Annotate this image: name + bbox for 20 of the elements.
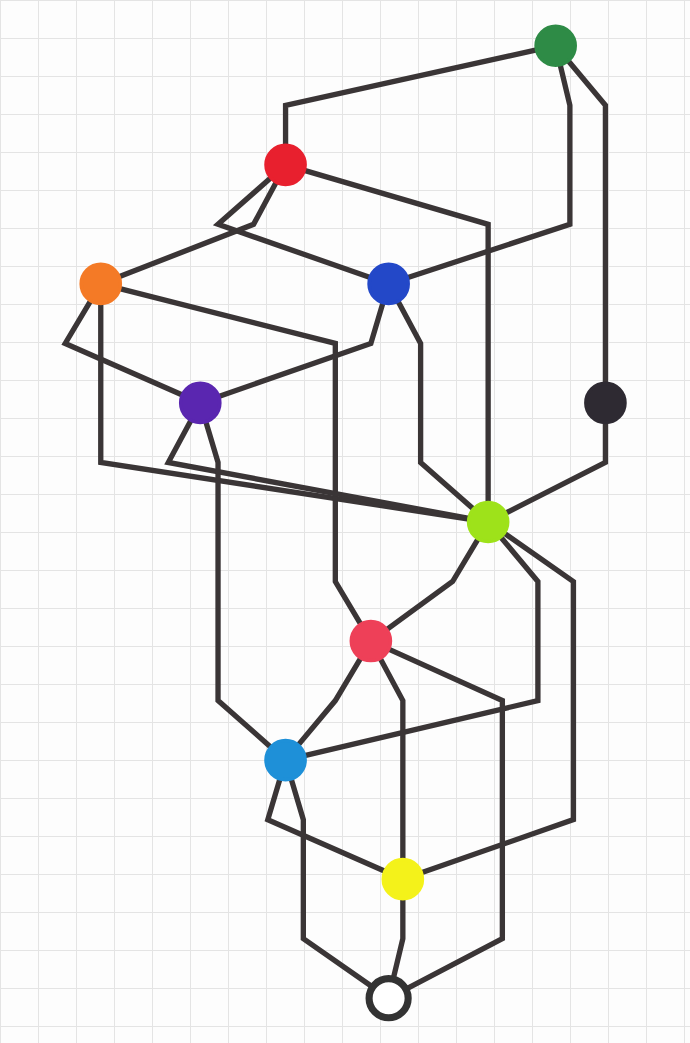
connector-line — [295, 655, 364, 747]
colored-dot — [264, 738, 307, 781]
colored-dot — [178, 381, 222, 424]
connector-line — [387, 646, 505, 991]
colored-dot — [381, 857, 425, 900]
colored-dot — [349, 619, 393, 662]
connector-line — [385, 536, 481, 632]
open-circle — [365, 974, 412, 1021]
colored-dot — [367, 262, 410, 305]
colored-dot — [79, 262, 122, 305]
colored-dot — [584, 381, 627, 424]
connector-line — [212, 175, 371, 280]
colored-dot — [264, 143, 307, 186]
connector-line — [203, 420, 273, 749]
colored-dot — [466, 500, 510, 543]
colored-dot — [534, 23, 577, 67]
connector-line — [377, 656, 406, 860]
connector-line — [566, 58, 608, 383]
connector-line — [303, 167, 491, 502]
connector-line — [395, 299, 476, 511]
